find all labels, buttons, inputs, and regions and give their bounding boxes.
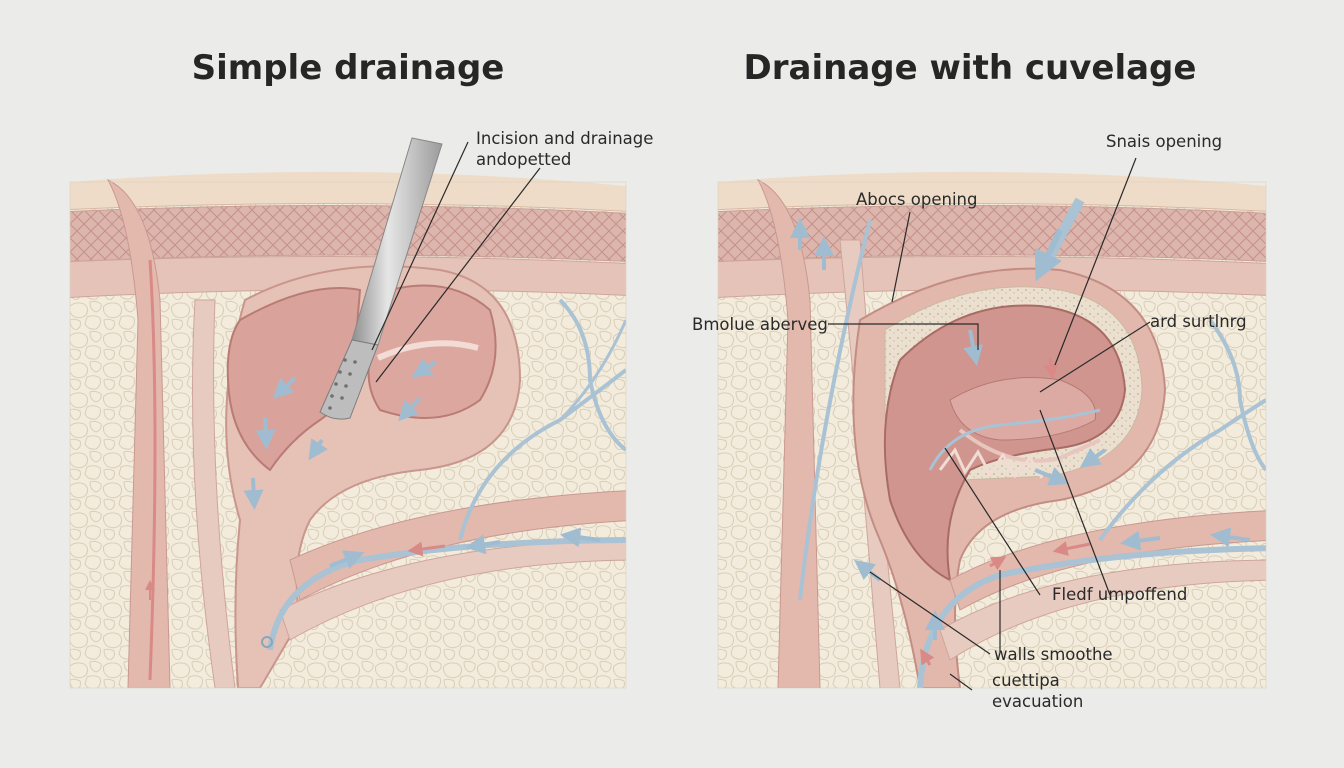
right-tissue-block <box>710 150 1280 700</box>
label-ard-surtlnrg: ard surtlnrg <box>1150 311 1247 332</box>
left-tissue-block <box>60 150 640 700</box>
label-fledf-umpoffend: Fledf umpoffend <box>1052 584 1187 605</box>
label-abocs-opening: Abocs opening <box>856 189 977 210</box>
label-snais-opening: Snais opening <box>1106 131 1222 152</box>
label-cuettipa-evacuation: cuettipa evacuation <box>992 670 1083 712</box>
label-incision-and-drainage: Incision and drainage andopetted <box>476 128 653 170</box>
label-walls-smoothe: walls smoothe <box>994 644 1113 665</box>
label-bmolue-aberveg: Bmolue aberveg <box>692 314 828 335</box>
